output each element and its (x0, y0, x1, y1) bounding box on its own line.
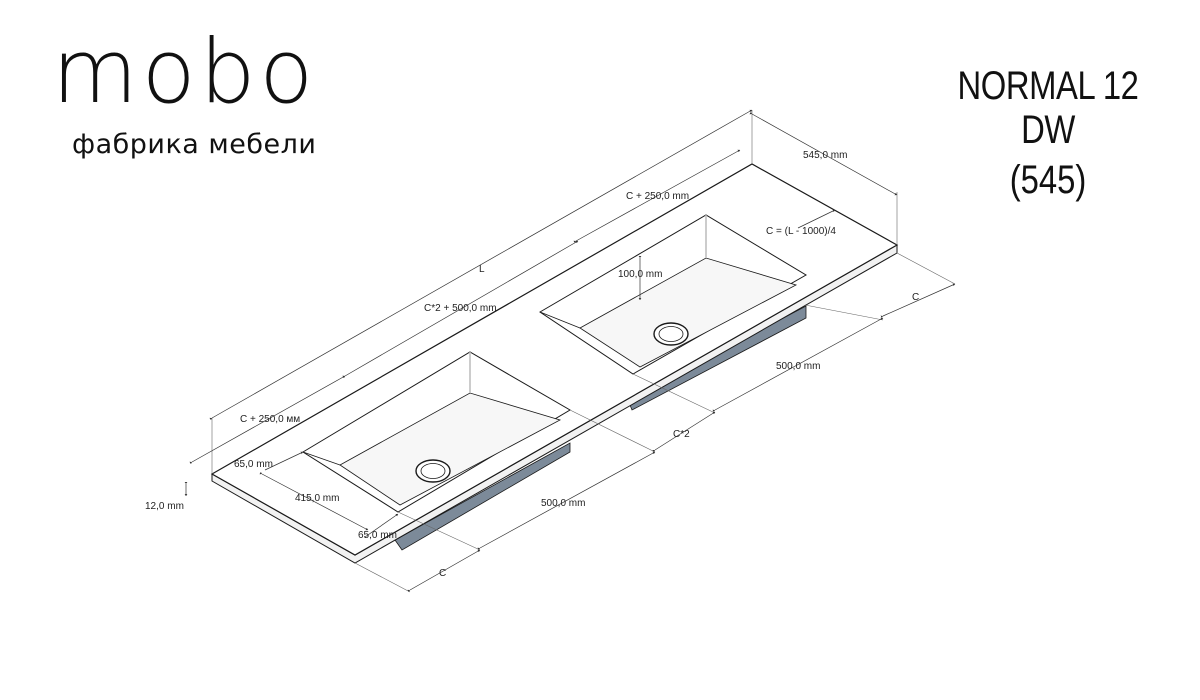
label-depth: 545,0 mm (803, 150, 847, 161)
brand-logo: mobo (52, 20, 318, 123)
label-margin-front: 65,0 mm (358, 530, 397, 541)
dim-line-bowl-len-right (712, 317, 884, 413)
product-code: (545) (1009, 158, 1087, 202)
label-thickness: 12,0 mm (145, 501, 184, 512)
dim-line-margin-back (264, 451, 304, 471)
label-bowl-depth: 100,0 mm (618, 269, 662, 280)
dim-line-depth (749, 111, 898, 196)
dim-line-formula (797, 209, 836, 229)
label-bowl-len-left: 500,0 mm (541, 498, 585, 509)
label-length: L (479, 264, 485, 275)
dim-line-c-right (880, 283, 956, 319)
label-c-right: C (912, 292, 919, 303)
dim-line-offset-right (573, 149, 741, 244)
label-offset-left: C + 250,0 мм (240, 414, 300, 425)
label-bowl-len-right: 500,0 mm (776, 361, 820, 372)
label-offset-right: C + 250,0 mm (626, 191, 689, 202)
label-c-left: C (439, 568, 446, 579)
dim-line-center-spacing (342, 240, 579, 379)
label-c2: C*2 (673, 429, 690, 440)
dim-line-bowl-len-left (477, 451, 656, 551)
dimension-lines (184, 109, 956, 593)
label-formula-c: C = (L - 1000)/4 (766, 226, 836, 237)
label-bowl-width: 415,0 mm (295, 493, 339, 504)
label-center-spacing: C*2 + 500,0 mm (424, 303, 497, 314)
dim-line-bowl-width (259, 471, 369, 531)
product-name: NORMAL 12 DW (957, 64, 1139, 152)
dim-line-offset-left (189, 375, 346, 465)
dim-line-c-left (407, 549, 481, 593)
product-title-block: NORMAL 12 DW (545) (908, 64, 1188, 202)
dim-line-c2 (652, 411, 716, 453)
dim-line-margin-front (364, 513, 399, 538)
label-margin-back: 65,0 mm (234, 459, 273, 470)
